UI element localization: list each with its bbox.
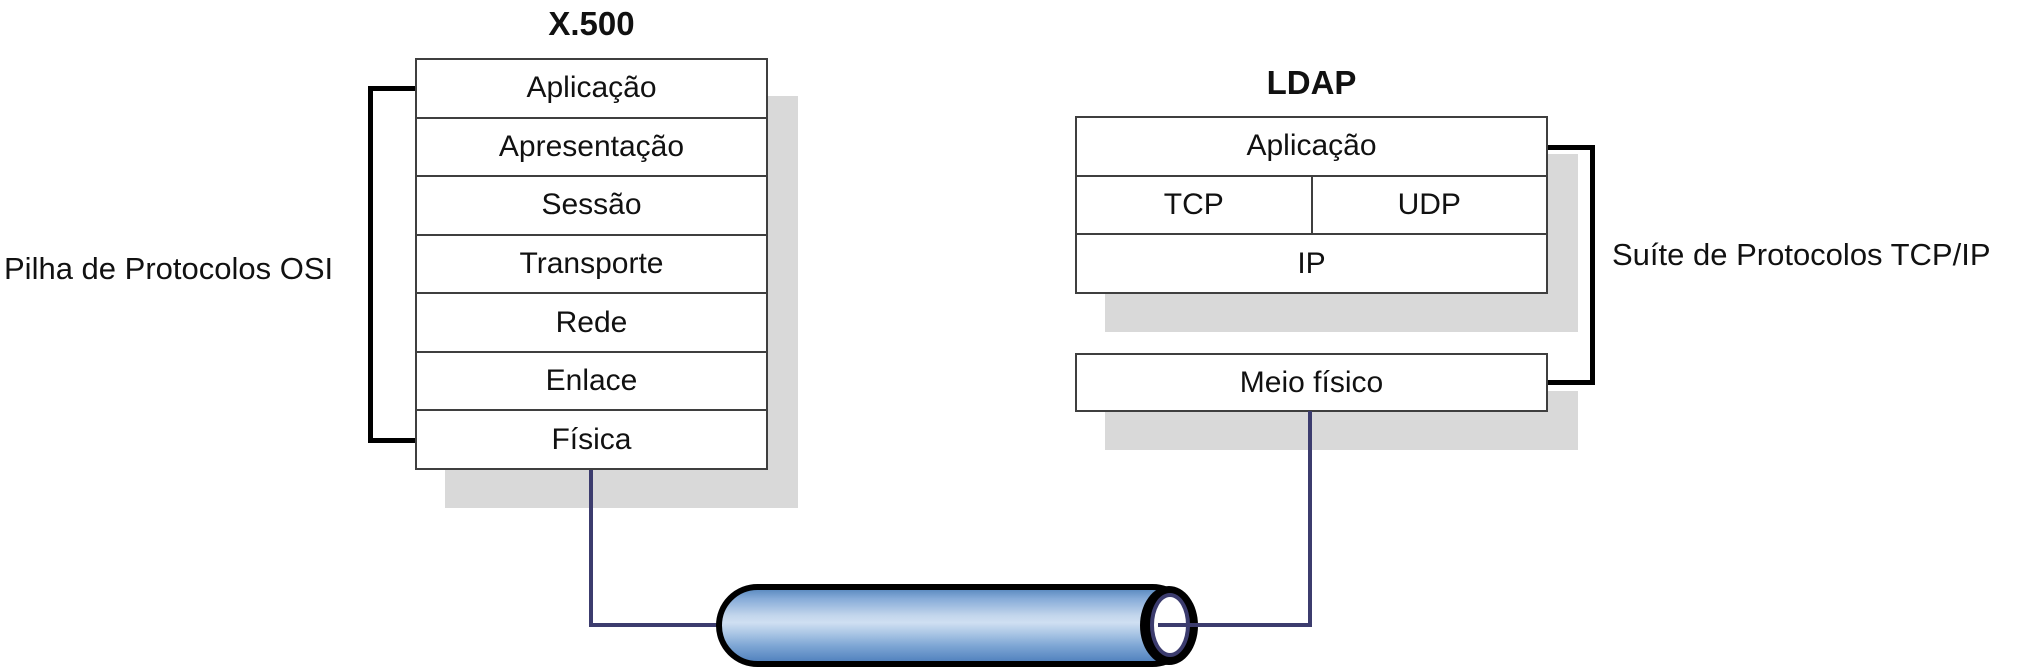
osi-bracket-top-stub <box>368 86 415 91</box>
osi-bracket-label: Pilha de Protocolos OSI <box>4 251 334 286</box>
osi-bracket-bottom-stub <box>368 438 415 443</box>
osi-layer-aplicacao: Aplicação <box>417 60 766 119</box>
osi-to-pipe-wire-vertical <box>589 470 593 625</box>
tcpip-layer-meio-fisico: Meio físico <box>1077 355 1546 410</box>
pipe-to-tcpip-wire-vertical <box>1308 411 1312 627</box>
physical-medium-box: Meio físico <box>1075 353 1548 412</box>
osi-layer-apresentacao: Apresentação <box>417 118 766 178</box>
tcpip-layer-aplicacao: Aplicação <box>1077 118 1546 177</box>
osi-layer-rede: Rede <box>417 294 766 353</box>
pipe-to-tcpip-wire-horizontal <box>1158 623 1310 627</box>
tcpip-bracket-vertical <box>1590 145 1595 385</box>
ldap-title: LDAP <box>1266 64 1357 101</box>
tcpip-layer-udp: UDP <box>1310 176 1547 234</box>
osi-layer-fisica: Física <box>417 411 766 469</box>
osi-bracket-vertical <box>368 86 373 443</box>
x500-title: X.500 <box>548 5 635 42</box>
tcpip-bracket-bottom-stub <box>1548 380 1595 385</box>
physical-medium-pipe-icon <box>716 584 1194 667</box>
tcpip-layer-tcp: TCP <box>1163 188 1224 221</box>
osi-layer-enlace: Enlace <box>417 352 766 412</box>
tcpip-layer-ip: IP <box>1077 235 1546 293</box>
osi-layer-sessao: Sessão <box>417 177 766 236</box>
osi-stack-box: Aplicação Apresentação Sessão Transporte… <box>415 58 768 470</box>
osi-layer-transporte: Transporte <box>417 235 766 295</box>
tcpip-bracket-label: Suíte de Protocolos TCP/IP <box>1612 237 1991 272</box>
tcpip-stack-box: Aplicação TCP UDP IP <box>1075 116 1548 294</box>
osi-to-pipe-wire-horizontal <box>589 623 720 627</box>
tcpip-bracket-top-stub <box>1548 145 1595 150</box>
tcpip-transport-row: TCP UDP <box>1077 176 1547 236</box>
